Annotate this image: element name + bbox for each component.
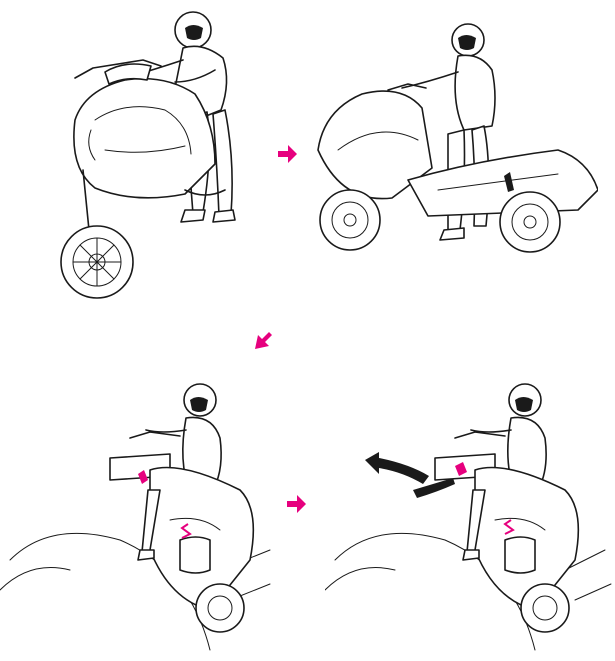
arrow-right-icon bbox=[276, 143, 298, 165]
rider-pushing-scooter-onto-stand-icon bbox=[298, 10, 598, 260]
rider-standing-beside-scooter-icon bbox=[35, 0, 275, 305]
rider-rolling-scooter-off-stand-icon bbox=[325, 370, 615, 661]
step-4-illustration bbox=[325, 370, 615, 661]
rider-seated-on-stand-icon bbox=[0, 370, 285, 661]
step-1-illustration bbox=[35, 0, 275, 305]
step-3-illustration bbox=[0, 370, 285, 661]
arrow-right-icon bbox=[285, 493, 307, 515]
step-2-illustration bbox=[298, 10, 598, 260]
arrow-down-left-icon bbox=[252, 330, 274, 352]
